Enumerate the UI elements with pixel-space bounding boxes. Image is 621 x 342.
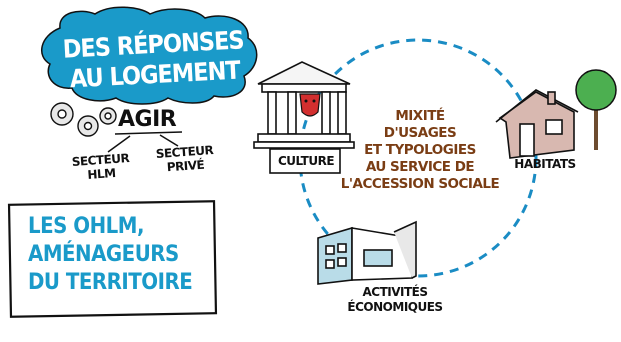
sector-hlm-label: SECTEUR HLM	[65, 151, 137, 184]
culture-label: CULTURE	[277, 154, 335, 168]
center-line-4: AU SERVICE DE	[365, 159, 475, 175]
center-line-3: ET TYPOLOGIES	[364, 142, 476, 158]
agir-label: AGIR	[118, 107, 177, 132]
museum-icon	[253, 61, 355, 149]
page-title: DES RÉPONSES AU LOGEMENT	[53, 25, 256, 95]
ohlm-box-text: LES OHLM, AMÉNAGEURS DU TERRITOIRE	[28, 213, 208, 297]
sector-prive-label: SECTEUR PRIVÉ	[149, 143, 221, 176]
ohlm-line-1: LES OHLM,	[28, 214, 145, 239]
activites-label: ACTIVITÉS ÉCONOMIQUES	[330, 285, 460, 315]
cloud-shape	[40, 6, 258, 105]
house-icon	[495, 89, 579, 159]
center-line-1: MIXITÉ	[395, 108, 445, 124]
habitats-label: HABITATS	[514, 157, 576, 171]
culture-label-box	[269, 148, 341, 174]
activites-line-2: ÉCONOMIQUES	[347, 300, 443, 314]
gear-icon	[50, 102, 117, 137]
center-line-2: D'USAGES	[383, 125, 457, 141]
center-line-5: L'ACCESSION SOCIALE	[340, 176, 500, 192]
ohlm-line-2: AMÉNAGEURS	[28, 242, 179, 267]
tree-icon	[575, 69, 617, 150]
theater-mask-icon	[299, 93, 321, 117]
ohlm-line-3: DU TERRITOIRE	[28, 270, 193, 295]
activites-line-1: ACTIVITÉS	[362, 285, 428, 299]
ohlm-box	[7, 200, 218, 318]
building-icon	[317, 220, 417, 285]
center-text: MIXITÉ D'USAGES ET TYPOLOGIES AU SERVICE…	[340, 108, 500, 193]
